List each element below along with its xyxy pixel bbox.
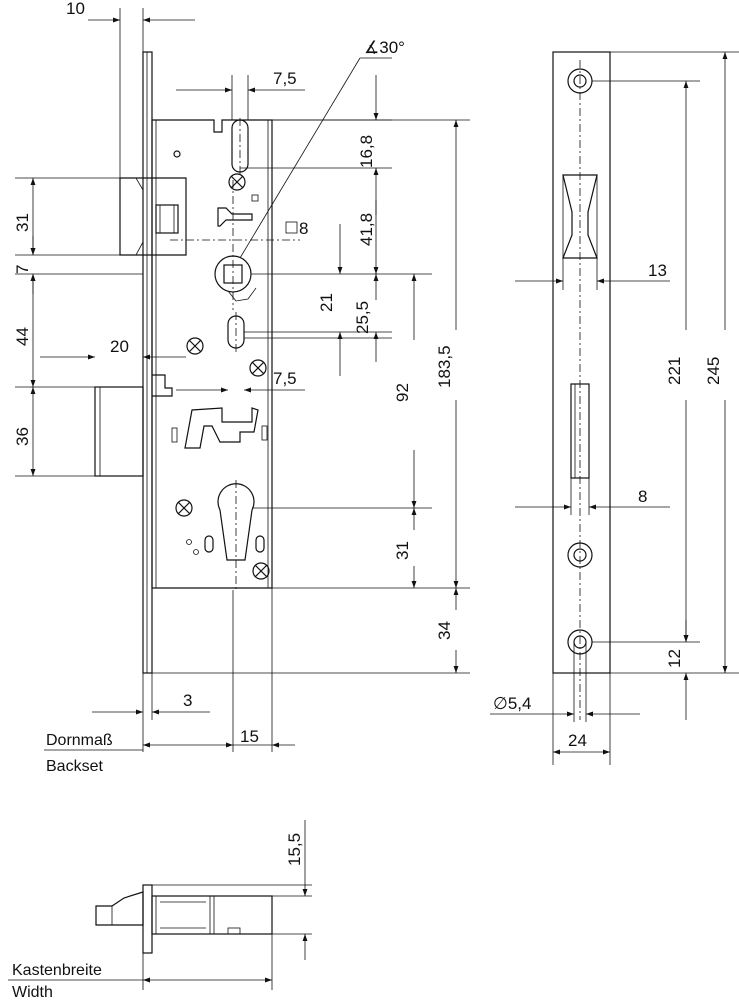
dim-15-5: 15,5 (285, 833, 304, 866)
dim-34: 34 (435, 621, 454, 640)
dim-41-8: 41,8 (357, 213, 376, 246)
dim-square-8: 8 (299, 219, 308, 238)
dim-221: 221 (665, 357, 684, 385)
label-backset: Backset (46, 758, 103, 775)
faceplate-dimensions: 13 8 221 12 245 ∅5,4 2 (490, 51, 739, 765)
label-width: Width (12, 984, 53, 1000)
dim-31-right: 31 (393, 541, 412, 560)
dim-7-5-mid: 7,5 (273, 369, 297, 388)
dim-15: 15 (240, 727, 259, 746)
follower-hub (214, 255, 257, 302)
faceplate-outline (552, 51, 611, 674)
screw-2 (186, 337, 204, 355)
faceplate-view (552, 51, 611, 720)
bolt-lever (184, 407, 259, 449)
dim-183-5: 183,5 (435, 345, 454, 388)
dim-16-8: 16,8 (357, 135, 376, 168)
dead-bolt (94, 374, 173, 477)
dim-44: 44 (13, 327, 32, 346)
dim-10: 10 (66, 0, 85, 18)
dim-36: 36 (13, 427, 32, 446)
dim-25-5: 25,5 (353, 301, 372, 334)
cylinder-cutout (217, 480, 255, 590)
screw-4 (175, 499, 193, 517)
lock-side-view (95, 884, 273, 954)
dim-angle-30: ∡30° (364, 38, 405, 57)
dim-31-left: 31 (13, 213, 32, 232)
dim-92: 92 (393, 383, 412, 402)
dim-13: 13 (648, 261, 667, 280)
side-faceplate (142, 884, 153, 954)
dim-3: 3 (183, 691, 192, 710)
faceplate (142, 51, 153, 674)
lock-front-view (94, 51, 300, 674)
dim-245: 245 (704, 357, 723, 385)
dim-7-5-top: 7,5 (273, 69, 297, 88)
label-kastenbreite: Kastenbreite (12, 962, 102, 979)
dim-8-face: 8 (638, 487, 647, 506)
latch-bolt (119, 177, 187, 256)
side-dimensions: 15,5 Kastenbreite Width (8, 820, 312, 1000)
dim-12: 12 (665, 649, 684, 668)
side-latch (95, 891, 144, 926)
label-dornmass: Dornmaß (46, 732, 113, 749)
screw-5 (252, 562, 270, 580)
dim-hole-diameter: ∅5,4 (493, 694, 531, 713)
screw-3 (249, 359, 267, 377)
dim-20: 20 (110, 337, 129, 356)
dim-24: 24 (568, 731, 587, 750)
screw-1 (228, 173, 246, 191)
dim-21: 21 (317, 293, 336, 312)
side-case (151, 895, 273, 935)
lock-case (151, 119, 273, 589)
front-dimensions: 10 7,5 ∡30° 16,8 41,8 8 31 (13, 0, 470, 775)
dim-7-left: 7 (13, 265, 32, 274)
